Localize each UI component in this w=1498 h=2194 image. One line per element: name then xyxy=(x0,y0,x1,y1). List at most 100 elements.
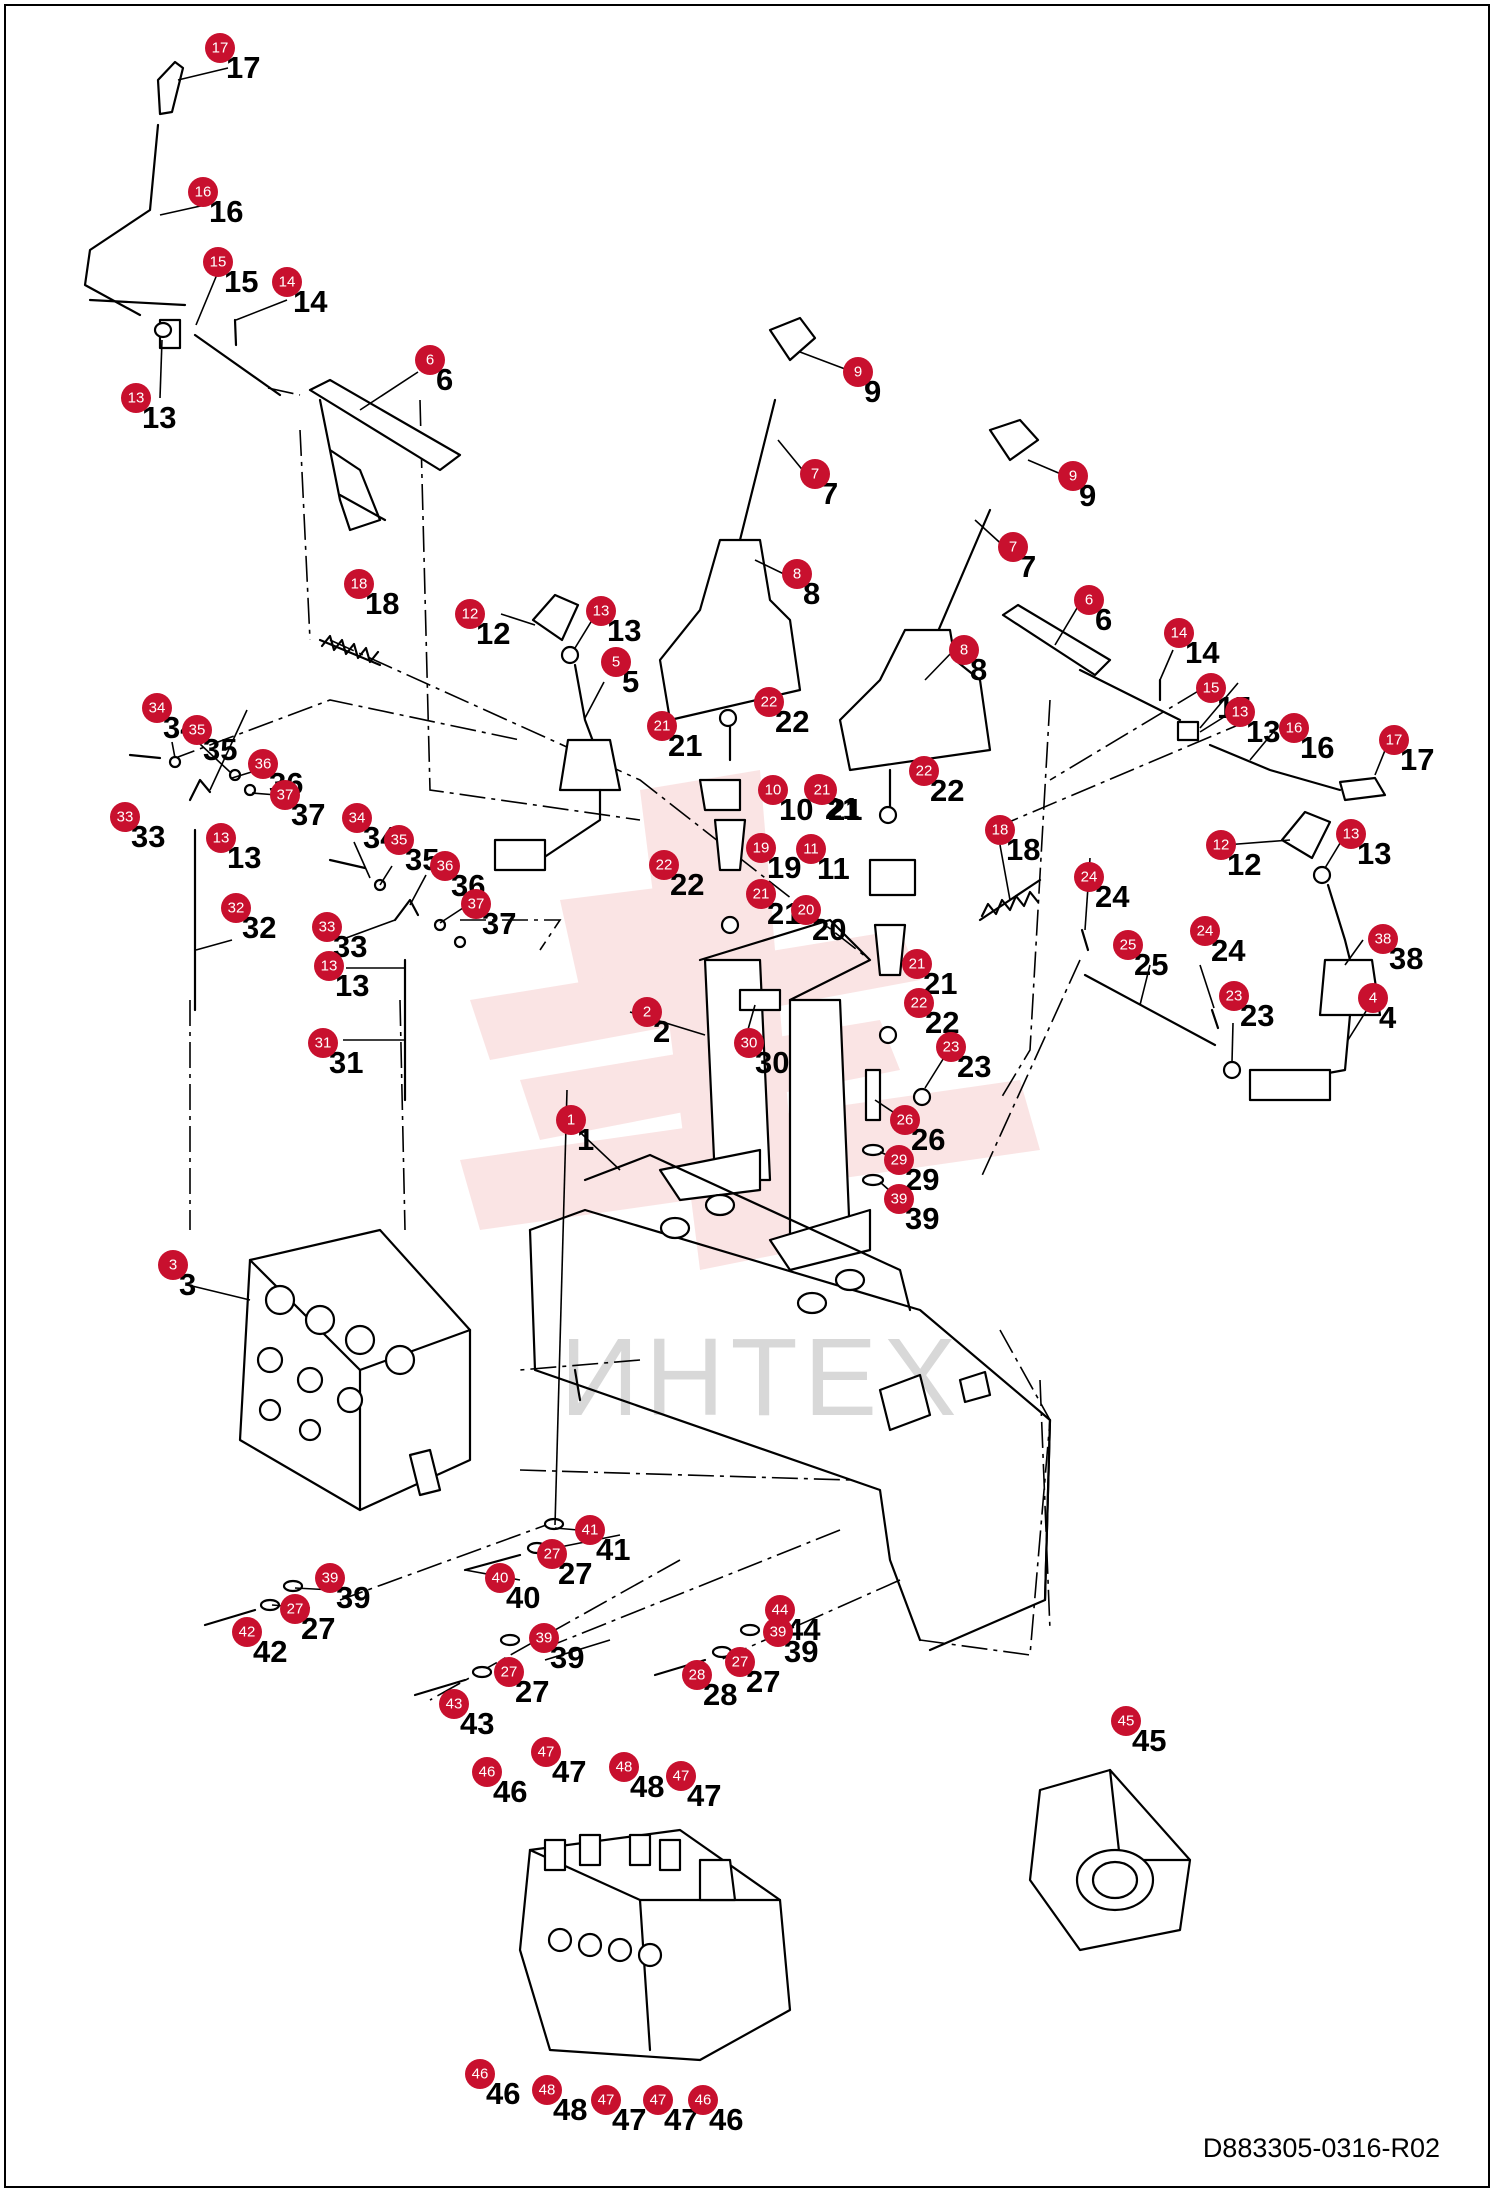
callout-badge xyxy=(312,912,342,942)
callout-badge-number: 2 xyxy=(643,1004,651,1021)
callout-badge xyxy=(315,1563,345,1593)
callout-badge-number: 3 xyxy=(169,1257,177,1274)
callout-badge xyxy=(591,2085,621,2115)
callout-badge-number: 14 xyxy=(279,274,296,291)
callout-badge xyxy=(763,1617,793,1647)
callout-badge xyxy=(902,949,932,979)
callout-badge-number: 42 xyxy=(239,1624,256,1641)
callout-badge-number: 8 xyxy=(960,642,968,659)
callout-badge-number: 24 xyxy=(1081,869,1098,886)
callout-badge xyxy=(649,850,679,880)
callout-badge xyxy=(344,569,374,599)
callout-1: 11 xyxy=(556,1105,594,1157)
callout-badge xyxy=(1219,981,1249,1011)
callout-badge-number: 14 xyxy=(1171,625,1188,642)
callout-badge-number: 6 xyxy=(1085,592,1093,609)
callout-badge xyxy=(985,815,1015,845)
callout-badge-number: 21 xyxy=(909,956,926,973)
callout-badge-number: 27 xyxy=(544,1546,561,1563)
callout-badge-number: 15 xyxy=(1203,680,1220,697)
callout-badge xyxy=(203,247,233,277)
bracket-2 xyxy=(658,918,872,1272)
joystick-left xyxy=(658,316,817,762)
callout-badge-number: 44 xyxy=(772,1602,789,1619)
callout-badge-number: 7 xyxy=(811,466,819,483)
callout-badge xyxy=(121,383,151,413)
valve-block-45 xyxy=(1028,1768,1192,1952)
callout-badge xyxy=(1074,585,1104,615)
callout-badge xyxy=(734,1028,764,1058)
callout-badge xyxy=(796,834,826,864)
callout-badge-number: 36 xyxy=(255,756,272,773)
callout-badge xyxy=(575,1515,605,1545)
callout-badge-number: 40 xyxy=(492,1570,509,1587)
control-valve-lower xyxy=(518,1828,792,2062)
callout-badge-number: 28 xyxy=(689,1667,706,1684)
callout-badge-number: 9 xyxy=(854,364,862,381)
callout-badge-number: 12 xyxy=(462,606,479,623)
callout-badge xyxy=(1206,830,1236,860)
callout-badge xyxy=(439,1689,469,1719)
lever-assembly-right xyxy=(1001,603,1387,802)
callout-badge xyxy=(782,559,812,589)
callout-badge-number: 13 xyxy=(128,390,145,407)
callout-badge xyxy=(807,775,837,805)
callout-badge-number: 21 xyxy=(654,718,671,735)
callout-badge xyxy=(1225,697,1255,727)
callout-8: 88 xyxy=(949,635,987,687)
callout-badge-number: 37 xyxy=(468,896,485,913)
callout-badge xyxy=(586,596,616,626)
callout-badge-number: 46 xyxy=(479,1764,496,1781)
callout-badge xyxy=(188,177,218,207)
callout-badge-number: 9 xyxy=(1069,468,1077,485)
callout-badge xyxy=(936,1032,966,1062)
callout-badge xyxy=(666,1761,696,1791)
callout-badge-number: 31 xyxy=(315,1035,332,1052)
callout-badge xyxy=(884,1184,914,1214)
callout-badge-number: 27 xyxy=(501,1664,518,1681)
callout-badge xyxy=(532,2075,562,2105)
callout-badge-number: 22 xyxy=(916,763,933,780)
drawing-code: D883305-0316-R02 xyxy=(1202,2133,1440,2163)
callout-8: 88 xyxy=(782,559,820,611)
callout-badge xyxy=(430,851,460,881)
callout-badge-number: 47 xyxy=(673,1768,690,1785)
callout-badge xyxy=(465,2059,495,2089)
callout-badge-number: 34 xyxy=(349,810,366,827)
callout-badge xyxy=(537,1539,567,1569)
callout-badge-number: 45 xyxy=(1118,1713,1135,1730)
callout-badge xyxy=(272,267,302,297)
callout-badge-number: 20 xyxy=(798,902,815,919)
callout-badge xyxy=(206,823,236,853)
callout-badge xyxy=(494,1657,524,1687)
valve-fittings xyxy=(698,708,917,1045)
callout-badge xyxy=(758,775,788,805)
callout-badge-number: 6 xyxy=(426,352,434,369)
callout-9: 99 xyxy=(843,357,881,409)
callout-layer: 1717161615151414131366997788997766881818… xyxy=(110,33,1434,2137)
callout-badge xyxy=(725,1647,755,1677)
callout-badge-number: 15 xyxy=(210,254,227,271)
callout-badge xyxy=(270,780,300,810)
